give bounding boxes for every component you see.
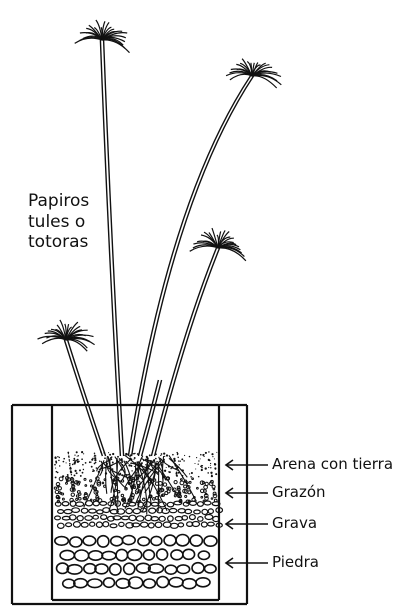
- layer-label-sand-soil: Arena con tierra: [272, 455, 394, 473]
- layer-label-gravel: Grava: [272, 514, 318, 532]
- plant-label-line-3: totoras: [28, 232, 89, 253]
- plant-label-line-1: Papiros: [28, 191, 90, 211]
- papyrus-heads: [37, 19, 282, 352]
- plant-label-line-2: tules o: [28, 211, 86, 232]
- roots: [83, 454, 197, 515]
- arrow-sand: [224, 459, 268, 471]
- gravel-layer: [53, 500, 224, 530]
- layer-label-stone: Piedra: [272, 553, 319, 571]
- stone-layer: [53, 533, 218, 590]
- arrow-gravel: [224, 518, 268, 530]
- layer-arrows: [224, 459, 268, 569]
- papyrus-stems: [63, 39, 255, 457]
- arrow-coarse-sand: [224, 487, 268, 499]
- arrow-stone: [224, 557, 268, 569]
- layer-label-coarse-sand: Grazón: [272, 483, 326, 501]
- plant-label: Papiros tules o totoras: [28, 191, 89, 253]
